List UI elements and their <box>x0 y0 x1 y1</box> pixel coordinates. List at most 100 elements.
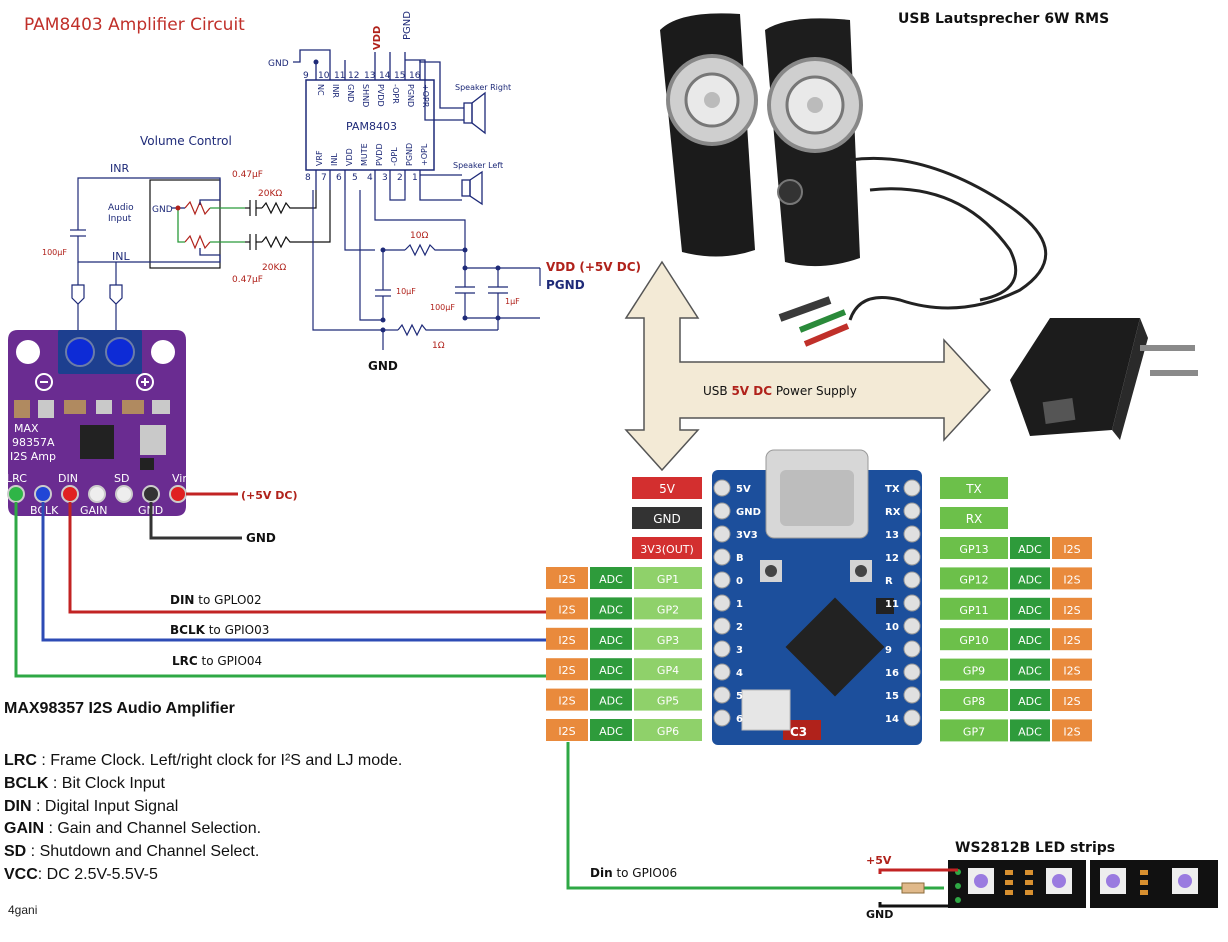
esp-pin-hole <box>903 617 921 635</box>
esp-i2s-label: I2S <box>1063 695 1080 708</box>
esp-gpio-label: GP13 <box>959 543 988 556</box>
esp-gpio-label: GP3 <box>657 634 679 647</box>
pin-num: 7 <box>321 173 327 183</box>
usb-speakers <box>660 13 1048 347</box>
wire-label-bclk: BCLK to GPIO03 <box>170 623 269 637</box>
esp-uart-tag <box>940 507 1008 529</box>
pam-pin-name: INL <box>330 153 339 166</box>
led-5v-label: +5V <box>866 854 892 867</box>
esp-pin-hole <box>903 640 921 658</box>
esp-gpio-label: GP12 <box>959 573 988 586</box>
esp-gpio-tag <box>634 719 702 741</box>
esp-silk-label: GND <box>736 507 761 518</box>
pin-num: 2 <box>397 173 403 183</box>
esp-i2s-label: I2S <box>1063 543 1080 556</box>
esp-adc-tag <box>590 567 632 589</box>
series-resistor <box>901 882 925 894</box>
esp-pin-hole <box>713 663 731 681</box>
pin-num: 6 <box>336 173 342 183</box>
max-pin-label: GAIN <box>80 504 108 517</box>
esp-gpio-tag <box>940 658 1008 681</box>
speakers-title: USB Lautsprecher 6W RMS <box>898 11 1109 27</box>
res-1ohm-label: 1Ω <box>432 341 445 351</box>
esp-gpio-tag <box>634 688 702 711</box>
description-row: GAIN : Gain and Channel Selection. <box>4 818 402 841</box>
esp-i2s-label: I2S <box>558 603 575 616</box>
description-text: : DC 2.5V-5.5V-5 <box>37 865 158 883</box>
esp-silk-label: 14 <box>885 714 899 725</box>
pam8403-label: PAM8403 <box>346 120 397 133</box>
pam-pin-name: VRF <box>315 150 324 166</box>
esp32-c3-board <box>712 449 922 745</box>
esp-power-pin-label: 3V3(OUT) <box>640 543 694 556</box>
esp-pin-hole <box>903 548 921 566</box>
esp-gpio-label: GP7 <box>963 725 985 738</box>
max-board-label-1: MAX <box>14 422 39 435</box>
cap-label: 0.47µF <box>232 275 263 285</box>
esp-silk-label: 13 <box>885 530 899 541</box>
pin-num: 12 <box>348 71 359 81</box>
max-pin-label: LRC <box>6 472 27 485</box>
description-key: LRC <box>4 752 37 769</box>
pam-pin-name: PVDD <box>375 143 384 166</box>
esp-adc-tag <box>1010 628 1050 651</box>
wire-label-lrc: LRC to GPIO04 <box>172 654 262 668</box>
inr-label: INR <box>110 162 129 175</box>
esp-gpio-label: GP8 <box>963 695 985 708</box>
esp-gpio-tag <box>940 567 1008 590</box>
gnd-top-label: GND <box>268 59 289 69</box>
esp-i2s-tag <box>546 658 588 681</box>
volume-control-label: Volume Control <box>140 134 232 148</box>
esp-adc-tag <box>1010 658 1050 681</box>
description-text: : Digital Input Signal <box>31 797 179 815</box>
pam-pin-name: NC <box>316 84 325 96</box>
esp-uart-label: RX <box>966 512 983 526</box>
pin-num: 8 <box>305 173 311 183</box>
esp-silk-label: RX <box>885 507 901 518</box>
esp-pin-hole <box>903 479 921 497</box>
pam-pin-name: GND <box>346 84 355 102</box>
pam-pin-name: -OPR <box>391 84 400 104</box>
esp-silk-label: 10 <box>885 622 899 633</box>
esp-silk-label: 3V3 <box>736 530 758 541</box>
pgnd-label: PGND <box>546 278 585 292</box>
esp-silk-label: 5V <box>736 484 751 495</box>
esp-adc-label: ADC <box>1018 665 1042 678</box>
esp-silk-label: 9 <box>885 645 892 656</box>
esp-uart-tag <box>940 477 1008 499</box>
esp-pin-hole <box>713 686 731 704</box>
res-label: 20KΩ <box>258 189 282 199</box>
audio-input-label-1: Audio <box>108 203 134 213</box>
pam8403-chip <box>305 79 435 171</box>
audio-input-label-2: Input <box>108 214 132 224</box>
esp-i2s-label: I2S <box>1063 604 1080 617</box>
esp-adc-label: ADC <box>599 603 623 616</box>
vin-5v-label: (+5V DC) <box>241 489 297 502</box>
esp-pin-hole <box>713 594 731 612</box>
max98357a-board <box>7 330 187 516</box>
cap-1uf-label: 1µF <box>505 297 520 306</box>
esp-adc-tag <box>590 597 632 620</box>
esp-silk-label: 12 <box>885 553 899 564</box>
esp-adc-label: ADC <box>1018 573 1042 586</box>
esp-adc-label: ADC <box>1018 725 1042 738</box>
esp-silk-label: 11 <box>885 599 899 610</box>
esp-gpio-label: GP9 <box>963 665 985 678</box>
esp-power-pin-label: 5V <box>659 482 676 496</box>
esp-pin-hole <box>713 640 731 658</box>
vdd-5v-label: VDD (+5V DC) <box>546 260 641 274</box>
esp-adc-tag <box>590 688 632 711</box>
esp-power-pin-label: GND <box>653 512 681 526</box>
esp-gpio-label: GP4 <box>657 664 679 677</box>
pam-pin-name: PVDD <box>376 84 385 107</box>
esp-silk-label: 2 <box>736 622 743 633</box>
power-distribution-arrow <box>624 260 992 472</box>
esp-pin-hole <box>713 617 731 635</box>
cap-label: 0.47µF <box>232 170 263 180</box>
pin-num: 13 <box>364 71 375 81</box>
esp-gpio-tag <box>634 567 702 589</box>
description-text: : Bit Clock Input <box>48 774 165 792</box>
esp-i2s-tag <box>1052 628 1092 651</box>
esp-adc-label: ADC <box>1018 543 1042 556</box>
